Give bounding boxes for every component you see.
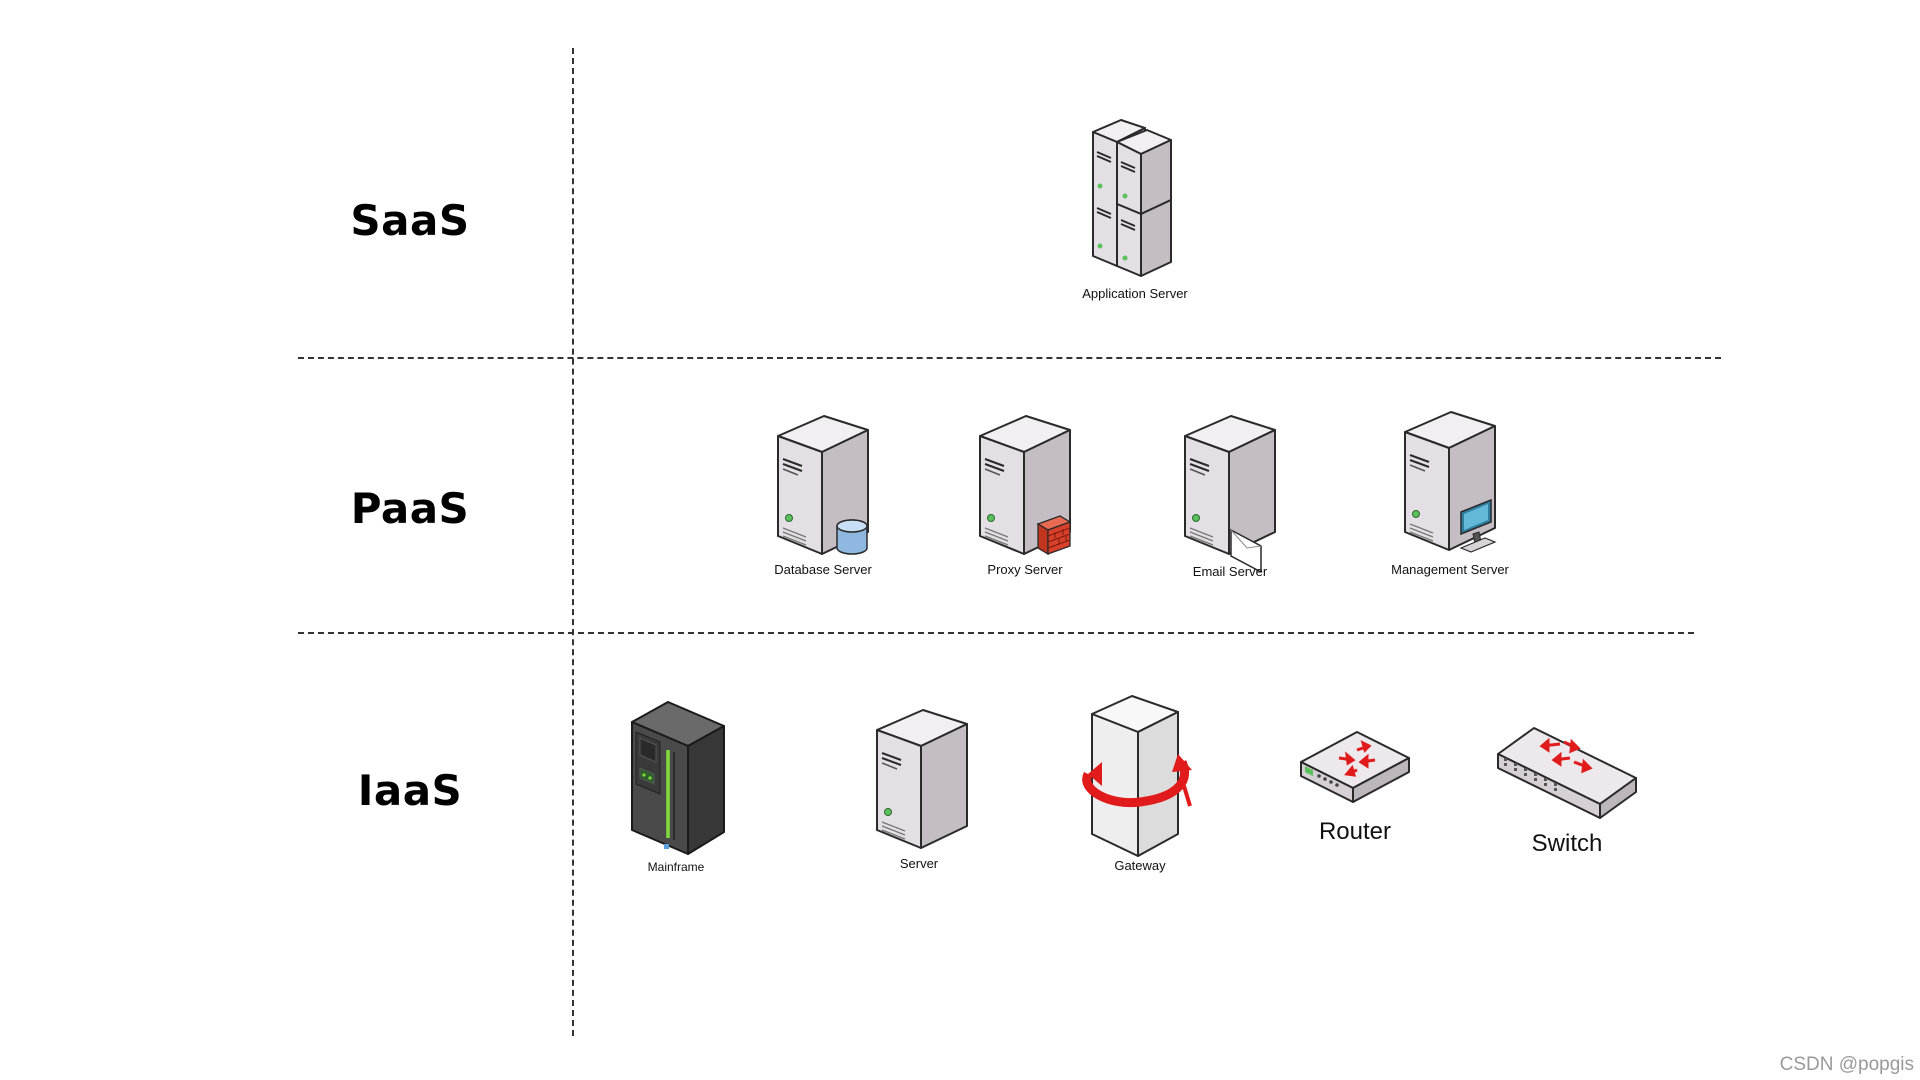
- monitor-icon: [1459, 498, 1497, 553]
- email-server-label: Email Server: [1192, 564, 1268, 579]
- router-icon: [1300, 731, 1410, 803]
- tier-label-saas: SaaS: [350, 196, 470, 245]
- tier-label-iaas: IaaS: [357, 766, 463, 815]
- server-label: Server: [899, 856, 939, 871]
- management-server-label: Management Server: [1391, 562, 1509, 577]
- divider-saas-paas: [298, 357, 1721, 359]
- switch-label: Switch: [1531, 830, 1603, 857]
- server-icon: [876, 709, 968, 849]
- email-server-node[interactable]: Email Server: [1170, 412, 1290, 579]
- gateway-label: Gateway: [1114, 858, 1166, 873]
- database-server-label: Database Server: [774, 562, 872, 577]
- envelope-icon: [1230, 528, 1262, 572]
- email-server-icon: [1184, 415, 1276, 572]
- router-node[interactable]: Router: [1295, 722, 1415, 846]
- router-label: Router: [1318, 818, 1392, 845]
- server-node[interactable]: Server: [864, 706, 974, 871]
- proxy-server-icon: [979, 415, 1072, 556]
- tier-label-paas: PaaS: [350, 484, 470, 533]
- management-server-icon: [1404, 411, 1497, 553]
- mainframe-icon: [631, 701, 725, 855]
- mainframe-node[interactable]: Mainframe: [616, 698, 736, 874]
- mainframe-label: Mainframe: [647, 860, 705, 874]
- divider-paas-iaas: [298, 632, 1694, 634]
- database-server-node[interactable]: Database Server: [763, 412, 883, 577]
- proxy-server-label: Proxy Server: [987, 562, 1063, 577]
- database-server-icon: [777, 415, 869, 555]
- switch-icon: [1497, 727, 1637, 819]
- switch-node[interactable]: Switch: [1492, 724, 1642, 858]
- gateway-icon: [1082, 695, 1192, 857]
- database-cylinder-icon: [836, 519, 868, 555]
- management-server-node[interactable]: Management Server: [1380, 408, 1520, 577]
- application-server-node[interactable]: Application Server: [1050, 116, 1220, 301]
- server-cluster-icon: [1092, 119, 1172, 277]
- proxy-server-node[interactable]: Proxy Server: [965, 412, 1085, 577]
- watermark: CSDN @popgis: [1779, 1054, 1914, 1075]
- firewall-brick-icon: [1036, 515, 1072, 556]
- vertical-divider: [572, 48, 574, 1036]
- application-server-label: Application Server: [1082, 286, 1188, 301]
- gateway-node[interactable]: Gateway: [1080, 694, 1200, 873]
